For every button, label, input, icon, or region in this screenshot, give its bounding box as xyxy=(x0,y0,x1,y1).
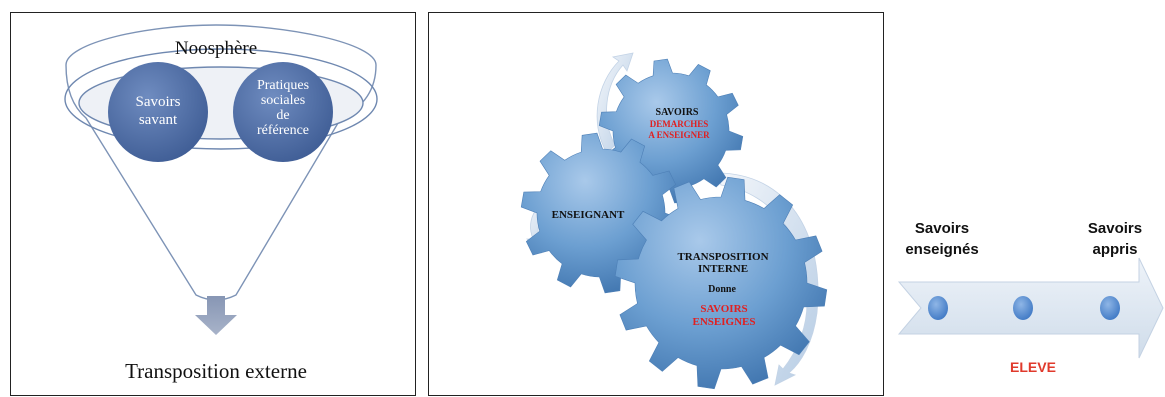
circle-left xyxy=(108,62,208,162)
gear-top-subtitle-line: A ENSEIGNER xyxy=(648,130,710,140)
timeline-dot-1 xyxy=(928,296,948,320)
savoirs-appris-line: Savoirs xyxy=(1088,220,1142,237)
circle-right-text-line: sociales xyxy=(261,93,305,108)
savoirs-enseignes-label: Savoirs enseignés xyxy=(905,220,978,258)
eleve-label: ELEVE xyxy=(1010,359,1056,375)
funnel-outline xyxy=(65,24,377,301)
funnel-rim-outer xyxy=(64,48,378,150)
gear-big-middle: Donne xyxy=(708,284,736,295)
transposition-externe-label: Transposition externe xyxy=(125,359,307,383)
timeline-diagram: Savoirs enseignés Savoirs appris ELEVE xyxy=(897,220,1164,375)
circle-left-label: Savoirs savant xyxy=(136,94,181,128)
gear-top-subtitle-line: DEMARCHES xyxy=(650,119,709,129)
gear-big xyxy=(614,176,828,390)
down-arrow xyxy=(195,296,237,335)
gear-big-title-line: TRANSPOSITION xyxy=(677,251,768,263)
savoirs-enseignes-line: Savoirs xyxy=(915,220,969,237)
circle-left-text-line: Savoirs xyxy=(136,94,181,110)
circle-right xyxy=(233,62,333,162)
circle-right-text-line: Pratiques xyxy=(257,78,309,93)
gear-big-result-line: ENSEIGNES xyxy=(693,316,756,328)
gear-top-title: SAVOIRS xyxy=(656,107,699,118)
noosphere-label: Noosphère xyxy=(175,38,257,59)
gear-big-result-line: SAVOIRS xyxy=(700,303,747,315)
savoirs-appris-label: Savoirs appris xyxy=(1088,220,1142,258)
gear-big-title-line: INTERNE xyxy=(698,263,748,275)
timeline-dot-2 xyxy=(1013,296,1033,320)
gear-left-title: ENSEIGNANT xyxy=(552,209,625,221)
circle-right-text-line: de xyxy=(276,108,289,123)
savoirs-enseignes-line: enseignés xyxy=(905,241,978,258)
circle-left-text-line: savant xyxy=(139,112,178,128)
funnel-diagram: Noosphère Savoirs savant Pratiquessociale… xyxy=(64,24,378,383)
circle-right-text-line: référence xyxy=(257,123,309,138)
timeline-dot-3 xyxy=(1100,296,1120,320)
savoirs-appris-line: appris xyxy=(1092,241,1137,258)
